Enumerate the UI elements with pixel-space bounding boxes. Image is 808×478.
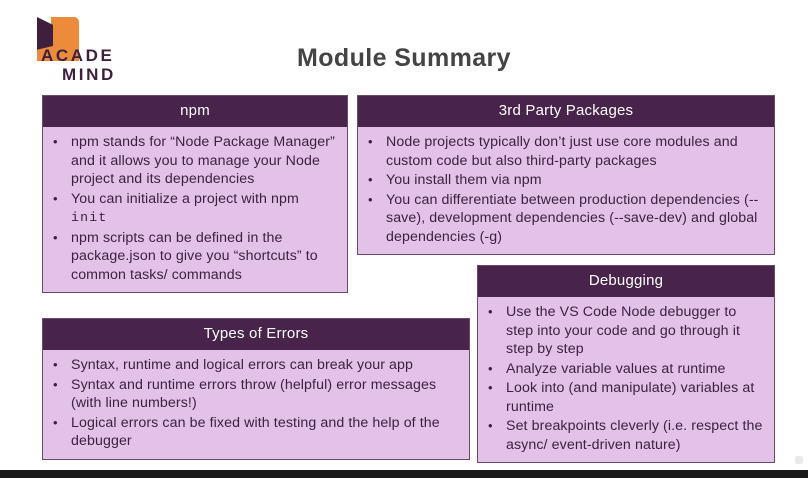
card-types-of-errors-body: Syntax, runtime and logical errors can b… (43, 350, 469, 459)
logo-text-line-2: MIND (62, 65, 116, 84)
corner-watermark (795, 456, 803, 464)
card-types-of-errors: Types of Errors Syntax, runtime and logi… (42, 318, 470, 460)
bullet-text: Logical errors can be fixed with testing… (71, 414, 440, 450)
bullet-text: Analyze variable values at runtime (506, 360, 726, 377)
logo-notch-icon (37, 45, 57, 61)
card-debugging-bullet-list: Use the VS Code Node debugger to step in… (484, 303, 766, 454)
logo-text-line-1: ACADE (41, 46, 115, 65)
bullet-item: You install them via npm (364, 171, 766, 190)
bullet-item: Set breakpoints cleverly (i.e. respect t… (484, 417, 766, 454)
bullet-item: Syntax and runtime errors throw (helpful… (49, 376, 461, 413)
bullet-item: Node projects typically don’t just use c… (364, 133, 766, 170)
bullet-text: npm scripts can be defined in the packag… (71, 229, 318, 283)
bullet-text: Set breakpoints cleverly (i.e. respect t… (506, 418, 763, 453)
bullet-text: npm stands for “Node Package Manager” an… (71, 134, 335, 187)
card-third-party-packages-header: 3rd Party Packages (358, 96, 774, 127)
bullet-text: Syntax, runtime and logical errors can b… (71, 357, 414, 373)
bullet-item: npm scripts can be defined in the packag… (49, 229, 339, 285)
bullet-text: Syntax and runtime errors throw (helpful… (71, 376, 437, 412)
bullet-text: You can initialize a project with npm (71, 190, 299, 207)
academind-logo: ACADE MIND (14, 16, 124, 84)
card-debugging-body: Use the VS Code Node debugger to step in… (478, 297, 774, 462)
card-debugging: Debugging Use the VS Code Node debugger … (477, 265, 775, 463)
bullet-item: Look into (and manipulate) variables at … (484, 379, 766, 416)
card-npm: npm npm stands for “Node Package Manager… (42, 95, 348, 293)
card-third-party-packages: 3rd Party Packages Node projects typical… (357, 95, 775, 255)
bullet-text: Look into (and manipulate) variables at … (506, 380, 755, 415)
inline-code: init (71, 210, 108, 225)
bullet-text: Use the VS Code Node debugger to step in… (506, 304, 741, 357)
page-title: Module Summary (297, 44, 511, 72)
card-npm-body: npm stands for “Node Package Manager” an… (43, 127, 347, 292)
bullet-text: Node projects typically don’t just use c… (386, 134, 738, 169)
bullet-text: You install them via npm (386, 172, 542, 188)
bottom-bar (0, 470, 808, 478)
card-types-of-errors-bullet-list: Syntax, runtime and logical errors can b… (49, 356, 461, 451)
bullet-item: Use the VS Code Node debugger to step in… (484, 303, 766, 359)
card-debugging-header: Debugging (478, 266, 774, 297)
bullet-item: npm stands for “Node Package Manager” an… (49, 133, 339, 189)
bullet-item: Logical errors can be fixed with testing… (49, 414, 461, 451)
card-third-party-packages-bullet-list: Node projects typically don’t just use c… (364, 133, 766, 246)
card-npm-header: npm (43, 96, 347, 127)
card-npm-bullet-list: npm stands for “Node Package Manager” an… (49, 133, 339, 284)
bullet-item: Syntax, runtime and logical errors can b… (49, 356, 461, 375)
bullet-text: You can differentiate between production… (386, 191, 759, 245)
bullet-item: Analyze variable values at runtime (484, 360, 766, 379)
bullet-item: You can initialize a project with npm in… (49, 190, 339, 228)
bullet-item: You can differentiate between production… (364, 191, 766, 247)
card-third-party-packages-body: Node projects typically don’t just use c… (358, 127, 774, 254)
card-types-of-errors-header: Types of Errors (43, 319, 469, 350)
